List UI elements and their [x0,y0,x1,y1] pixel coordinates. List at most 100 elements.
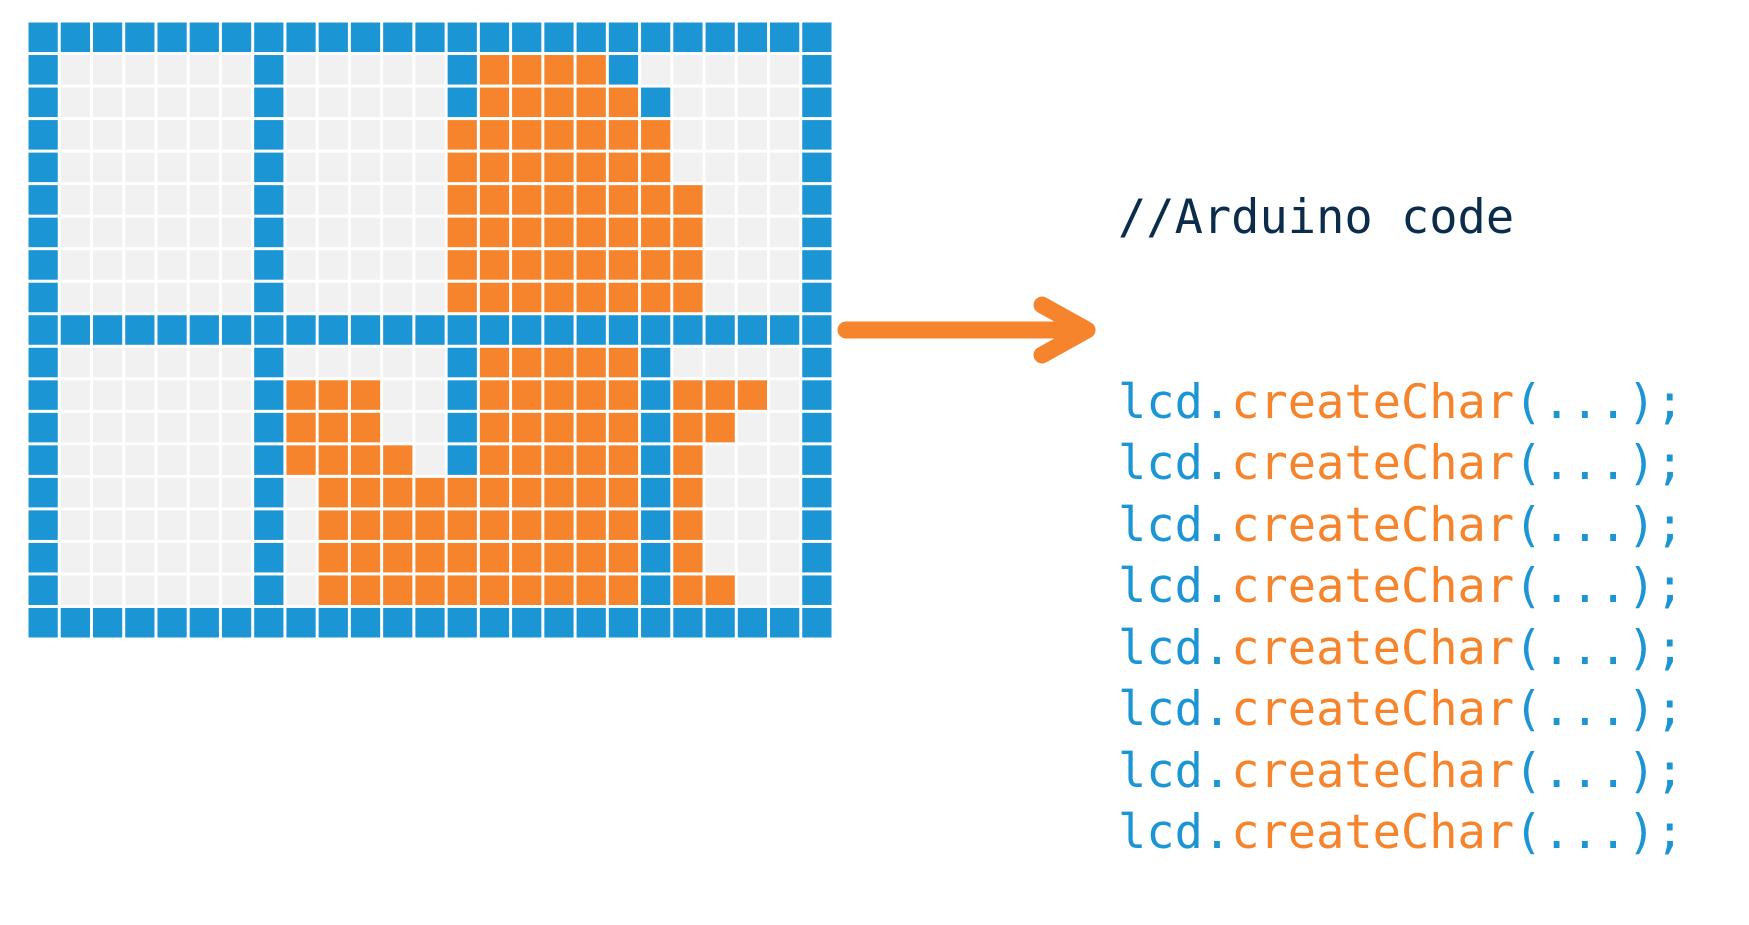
pixel-on [479,445,510,475]
pixel-off [221,152,252,183]
pixel-off [92,217,123,248]
pixel-off [318,347,348,378]
pixel-border [28,607,58,638]
pixel-off [318,185,348,215]
pixel-border [641,22,671,53]
pixel-on [576,510,606,540]
pixel-on [673,185,703,215]
pixel-on [447,575,477,605]
pixel-off [60,185,90,215]
pixel-on [608,217,639,248]
pixel-border [641,575,671,605]
pixel-on [479,250,510,280]
pixel-on [608,575,639,605]
code-line: lcd.createChar(...); [1118,372,1684,434]
pixel-off [60,87,90,118]
pixel-off [318,250,348,280]
code-object: lcd [1118,436,1203,491]
code-line: lcd.createChar(...); [1118,618,1684,680]
pixel-off [221,282,252,313]
pixel-border [350,22,381,53]
pixel-off [189,412,219,443]
pixel-border [641,542,671,573]
pixel-on [286,412,316,443]
pixel-off [189,282,219,313]
pixel-border [221,607,252,638]
pixel-on [576,380,606,410]
pixel-border [608,55,639,85]
pixel-on [479,347,510,378]
pixel-border [802,22,832,53]
pixel-border [447,607,477,638]
pixel-on [318,510,348,540]
pixel-border [60,315,90,345]
pixel-on [705,575,735,605]
pixel-off [770,217,800,248]
pixel-off [737,412,768,443]
pixel-off [737,347,768,378]
pixel-border [28,412,58,443]
pixel-on [673,412,703,443]
pixel-off [383,347,413,378]
pixel-off [286,55,316,85]
pixel-off [350,55,381,85]
pixel-off [125,477,155,508]
pixel-off [350,250,381,280]
pixel-border [705,22,735,53]
pixel-on [544,55,574,85]
pixel-border [608,22,639,53]
pixel-off [705,120,735,150]
pixel-off [92,185,123,215]
pixel-off [350,87,381,118]
pixel-border [383,22,413,53]
pixel-off [189,250,219,280]
pixel-off [157,380,187,410]
pixel-border [254,282,284,313]
pixel-on [673,445,703,475]
pixel-on [608,542,639,573]
pixel-off [125,575,155,605]
pixel-border [286,22,316,53]
pixel-off [125,120,155,150]
pixel-on [512,55,542,85]
pixel-on [544,380,574,410]
pixel-off [415,87,445,118]
pixel-off [350,120,381,150]
pixel-border [447,55,477,85]
pixel-on [544,510,574,540]
pixel-off [60,445,90,475]
pixel-off [415,250,445,280]
pixel-border [254,412,284,443]
pixel-off [60,55,90,85]
pixel-border [286,607,316,638]
pixel-on [544,250,574,280]
pixel-on [608,347,639,378]
pixel-off [770,152,800,183]
pixel-border [802,185,832,215]
pixel-border [479,22,510,53]
pixel-on [383,510,413,540]
pixel-off [60,250,90,280]
pixel-on [544,542,574,573]
pixel-border [641,87,671,118]
pixel-on [447,152,477,183]
pixel-on [350,412,381,443]
pixel-on [608,87,639,118]
pixel-off [286,510,316,540]
pixel-on [383,477,413,508]
pixel-off [125,347,155,378]
code-object: lcd [1118,620,1203,676]
pixel-off [189,185,219,215]
pixel-off [383,217,413,248]
pixel-border [350,607,381,638]
pixel-off [125,152,155,183]
code-object: lcd [1118,682,1203,737]
pixel-border [157,607,187,638]
pixel-off [383,120,413,150]
pixel-off [383,412,413,443]
pixel-off [221,412,252,443]
pixel-off [415,55,445,85]
pixel-border [512,607,542,638]
pixel-off [770,380,800,410]
pixel-on [415,542,445,573]
